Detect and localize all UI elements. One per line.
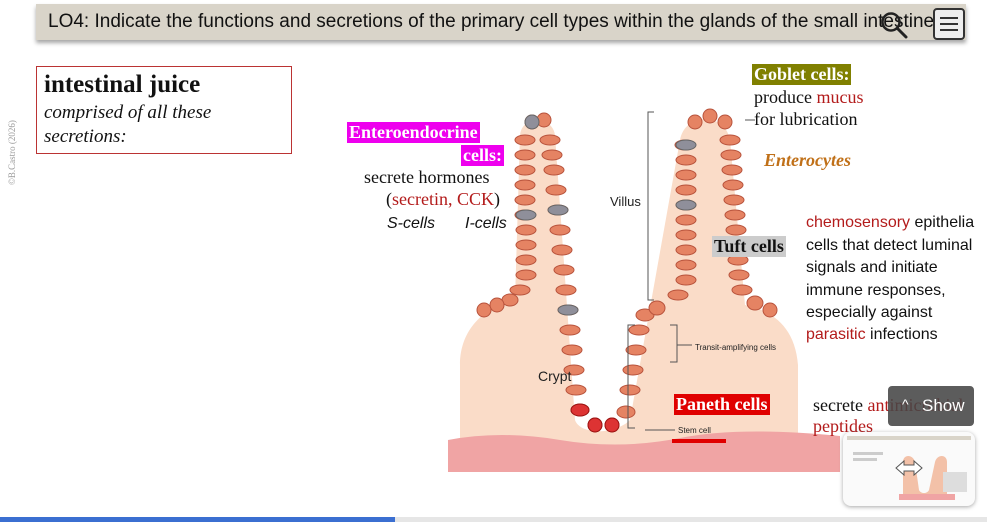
parasitic-text: parasitic <box>806 326 866 343</box>
paren-open: ( <box>386 189 392 209</box>
enterocytes-label: Enterocytes <box>764 150 851 170</box>
tuft-line1-rest: epithelia <box>910 214 975 231</box>
cell-lining <box>476 108 778 433</box>
paneth-desc-prefix: secrete <box>813 395 868 415</box>
chemosensory-text: chemosensory <box>806 214 911 231</box>
expand-arrows-icon[interactable] <box>893 454 925 482</box>
goblet-desc-line2: for lubrication <box>754 109 858 129</box>
stem-cell-label: Stem cell <box>678 426 711 435</box>
intestinal-juice-box: intestinal juice comprised of all these … <box>36 66 292 154</box>
caret-up-icon: ^ <box>902 396 909 412</box>
paneth-cells-label: Paneth cells <box>674 394 770 415</box>
juice-title: intestinal juice <box>44 71 201 98</box>
paren-close: ) <box>493 189 500 209</box>
tuft-cells-label: Tuft cells <box>712 236 786 257</box>
juice-subtitle: comprised of all these secretions: <box>44 102 212 147</box>
tuft-line4: immune responses, <box>806 282 946 299</box>
slide-thumbnail[interactable] <box>843 432 975 506</box>
tuft-line2: cells that detect luminal <box>806 237 973 254</box>
basal-tissue <box>448 431 840 472</box>
intestinal-villus-diagram: Villus Crypt Transit-amplifying cells St… <box>448 108 840 472</box>
villus-label: Villus <box>610 194 641 209</box>
transit-amplifying-label: Transit-amplifying cells <box>695 343 776 352</box>
hormones-text: secretin, CCK <box>392 189 494 209</box>
copyright-text: ©B.Castro (2026) <box>7 120 17 185</box>
villus-tissue <box>460 119 798 470</box>
enteroendocrine-label-line2: cells: <box>461 145 504 166</box>
paneth-cells <box>570 403 620 433</box>
slide-title-bar: LO4: Indicate the functions and secretio… <box>36 4 966 40</box>
goblet-cells-label: Goblet cells: <box>752 64 852 85</box>
tuft-line1: chemosensory epithelia <box>806 214 974 232</box>
show-label: Show <box>922 396 965 415</box>
tuft-line5: especially against <box>806 304 933 321</box>
progress-bar <box>0 517 395 522</box>
menu-icon[interactable] <box>933 8 965 40</box>
tuft-line6-rest: infections <box>865 326 938 343</box>
s-cells-label: S-cells <box>387 215 436 232</box>
enteroendocrine-label-line1: Enteroendocrine <box>347 122 480 143</box>
tuft-line3: signals and initiate <box>806 259 938 276</box>
tuft-line6: parasitic infections <box>806 326 938 344</box>
i-cells-label: I-cells <box>465 215 507 232</box>
slide-title: LO4: Indicate the functions and secretio… <box>48 11 935 32</box>
goblet-desc-line1: produce mucus <box>754 87 863 108</box>
goblet-desc-prefix: produce <box>754 87 817 107</box>
progress-track <box>0 517 987 522</box>
enteroendocrine-desc: secrete hormones <box>364 167 490 187</box>
search-icon[interactable] <box>879 10 909 40</box>
peptides-text: peptides <box>813 416 873 436</box>
label-brackets <box>627 111 755 431</box>
show-button[interactable]: ^ Show <box>888 386 974 426</box>
mucus-text: mucus <box>816 87 864 107</box>
hormones-line: (secretin, CCK) <box>386 189 500 210</box>
crypt-label: Crypt <box>538 368 572 384</box>
